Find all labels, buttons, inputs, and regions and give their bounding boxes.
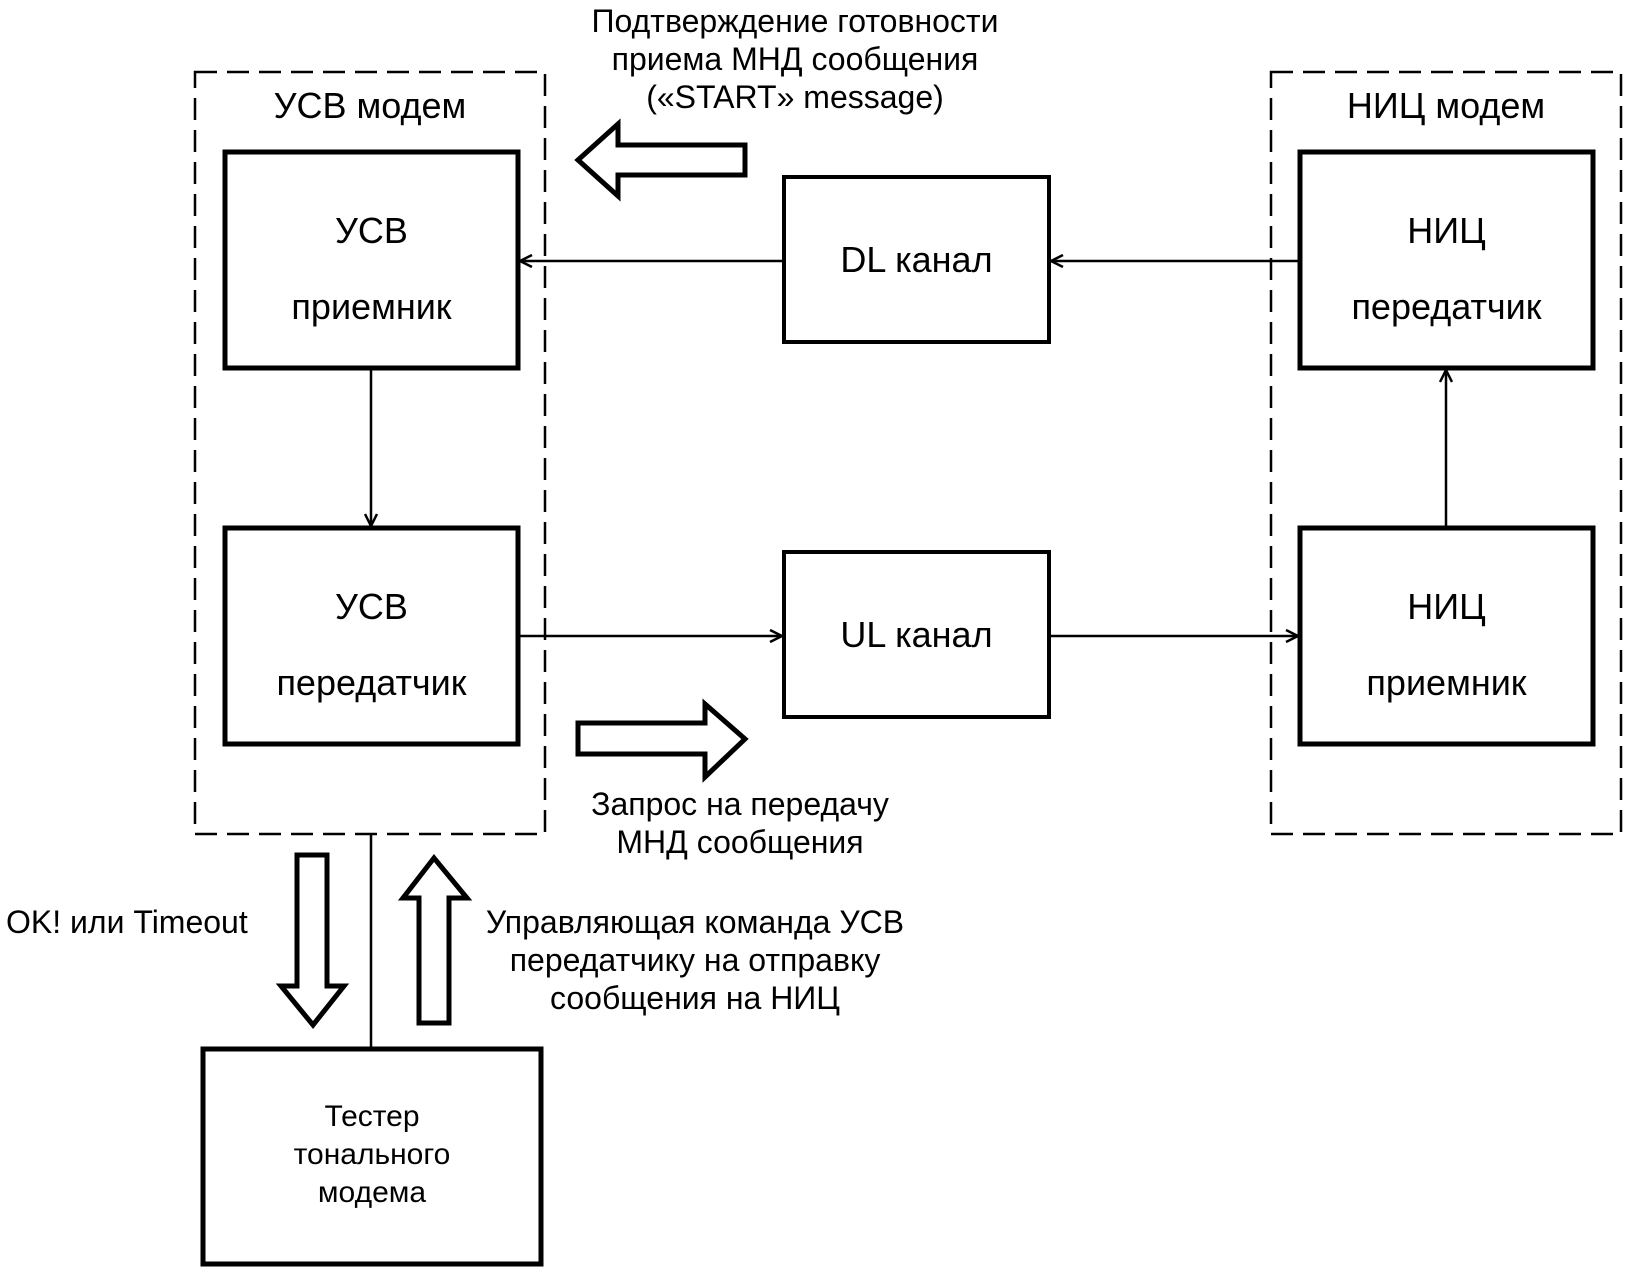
dl-channel-block xyxy=(782,175,1051,344)
tester-label: Тестер тонального модема xyxy=(293,1100,451,1209)
control-command-annotation: Управляющая команда УСВ передатчику на о… xyxy=(485,904,905,1016)
usv-receiver-block xyxy=(222,149,521,371)
nic-transmitter-label: НИЦ передатчик xyxy=(1351,210,1542,327)
transfer-request-arrow-icon xyxy=(575,698,749,783)
nic-receiver-label: НИЦ приемник xyxy=(1366,586,1527,703)
control-command-up-arrow-icon xyxy=(397,853,473,1026)
nic-modem-group xyxy=(1269,70,1623,836)
nic-transmitter-block xyxy=(1297,149,1596,371)
ok-timeout-annotation: OK! или Timeout xyxy=(6,904,248,940)
usv-receiver-label: УСВ приемник xyxy=(291,210,452,327)
transfer-request-annotation: Запрос на передачу МНД сообщения xyxy=(591,786,889,860)
nic-receiver-block xyxy=(1297,525,1596,747)
usv-transmitter-label: УСВ передатчик xyxy=(276,586,467,703)
ul-channel-block xyxy=(782,550,1051,719)
ul-channel-label: UL канал xyxy=(840,614,993,655)
ok-timeout-down-arrow-icon xyxy=(275,852,350,1029)
start-ack-annotation: Подтверждение готовности приема МНД сооб… xyxy=(591,3,999,115)
tester-block xyxy=(200,1046,544,1267)
nic-modem-title: НИЦ модем xyxy=(1346,85,1546,126)
usv-transmitter-block xyxy=(222,525,521,747)
start-ack-arrow-icon xyxy=(574,118,748,202)
usv-modem-title: УСВ модем xyxy=(273,85,467,126)
dl-channel-label: DL канал xyxy=(840,239,993,280)
